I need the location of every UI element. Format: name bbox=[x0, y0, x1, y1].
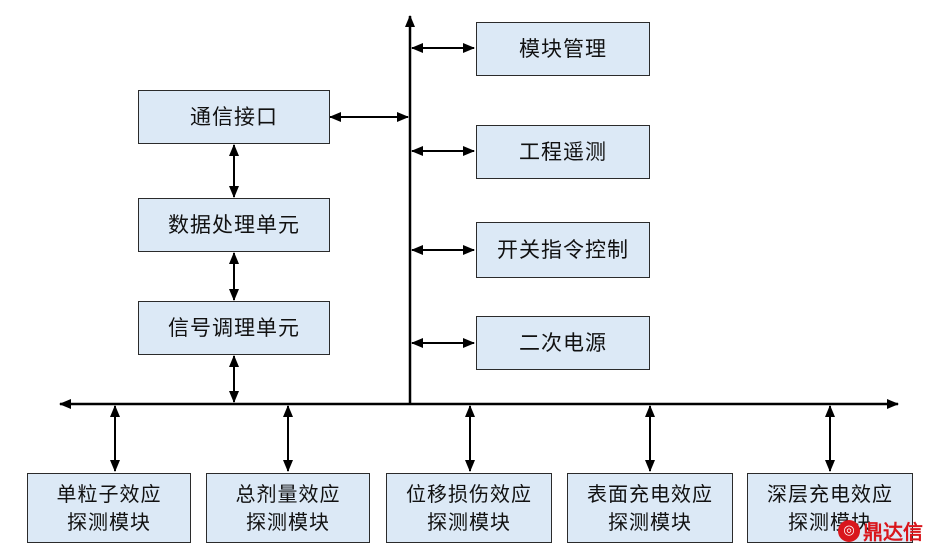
detector-3-line2: 探测模块 bbox=[427, 510, 511, 534]
detector-module-5: 深层充电效应 探测模块 bbox=[747, 473, 913, 543]
detector-4-line2: 探测模块 bbox=[608, 510, 692, 534]
watermark: ◎ 鼎达信 bbox=[838, 516, 923, 545]
comm-interface-block: 通信接口 bbox=[138, 90, 330, 144]
watermark-logo-icon: ◎ bbox=[838, 519, 860, 542]
detector-4-line1: 表面充电效应 bbox=[587, 482, 713, 506]
engineering-telemetry-label: 工程遥测 bbox=[519, 140, 607, 164]
detector-2-line2: 探测模块 bbox=[246, 510, 330, 534]
switch-command-label: 开关指令控制 bbox=[497, 238, 629, 262]
detector-3-line1: 位移损伤效应 bbox=[406, 482, 532, 506]
detector-2-line1: 总剂量效应 bbox=[235, 482, 341, 506]
data-processing-block: 数据处理单元 bbox=[138, 198, 330, 252]
secondary-power-label: 二次电源 bbox=[519, 331, 607, 355]
switch-command-block: 开关指令控制 bbox=[476, 222, 650, 278]
signal-conditioning-block: 信号调理单元 bbox=[138, 301, 330, 355]
secondary-power-block: 二次电源 bbox=[476, 316, 650, 370]
engineering-telemetry-block: 工程遥测 bbox=[476, 125, 650, 179]
signal-conditioning-label: 信号调理单元 bbox=[168, 316, 300, 340]
detector-5-line1: 深层充电效应 bbox=[767, 482, 893, 506]
detector-module-2: 总剂量效应 探测模块 bbox=[206, 473, 370, 543]
module-management-label: 模块管理 bbox=[519, 37, 607, 61]
detector-module-1: 单粒子效应 探测模块 bbox=[27, 473, 191, 543]
module-management-block: 模块管理 bbox=[476, 22, 650, 76]
watermark-text: 鼎达信 bbox=[863, 520, 923, 544]
detector-1-line1: 单粒子效应 bbox=[56, 482, 162, 506]
comm-interface-label: 通信接口 bbox=[190, 105, 278, 129]
detector-module-3: 位移损伤效应 探测模块 bbox=[386, 473, 552, 543]
detector-1-line2: 探测模块 bbox=[67, 510, 151, 534]
detector-module-4: 表面充电效应 探测模块 bbox=[567, 473, 733, 543]
data-processing-label: 数据处理单元 bbox=[168, 213, 300, 237]
